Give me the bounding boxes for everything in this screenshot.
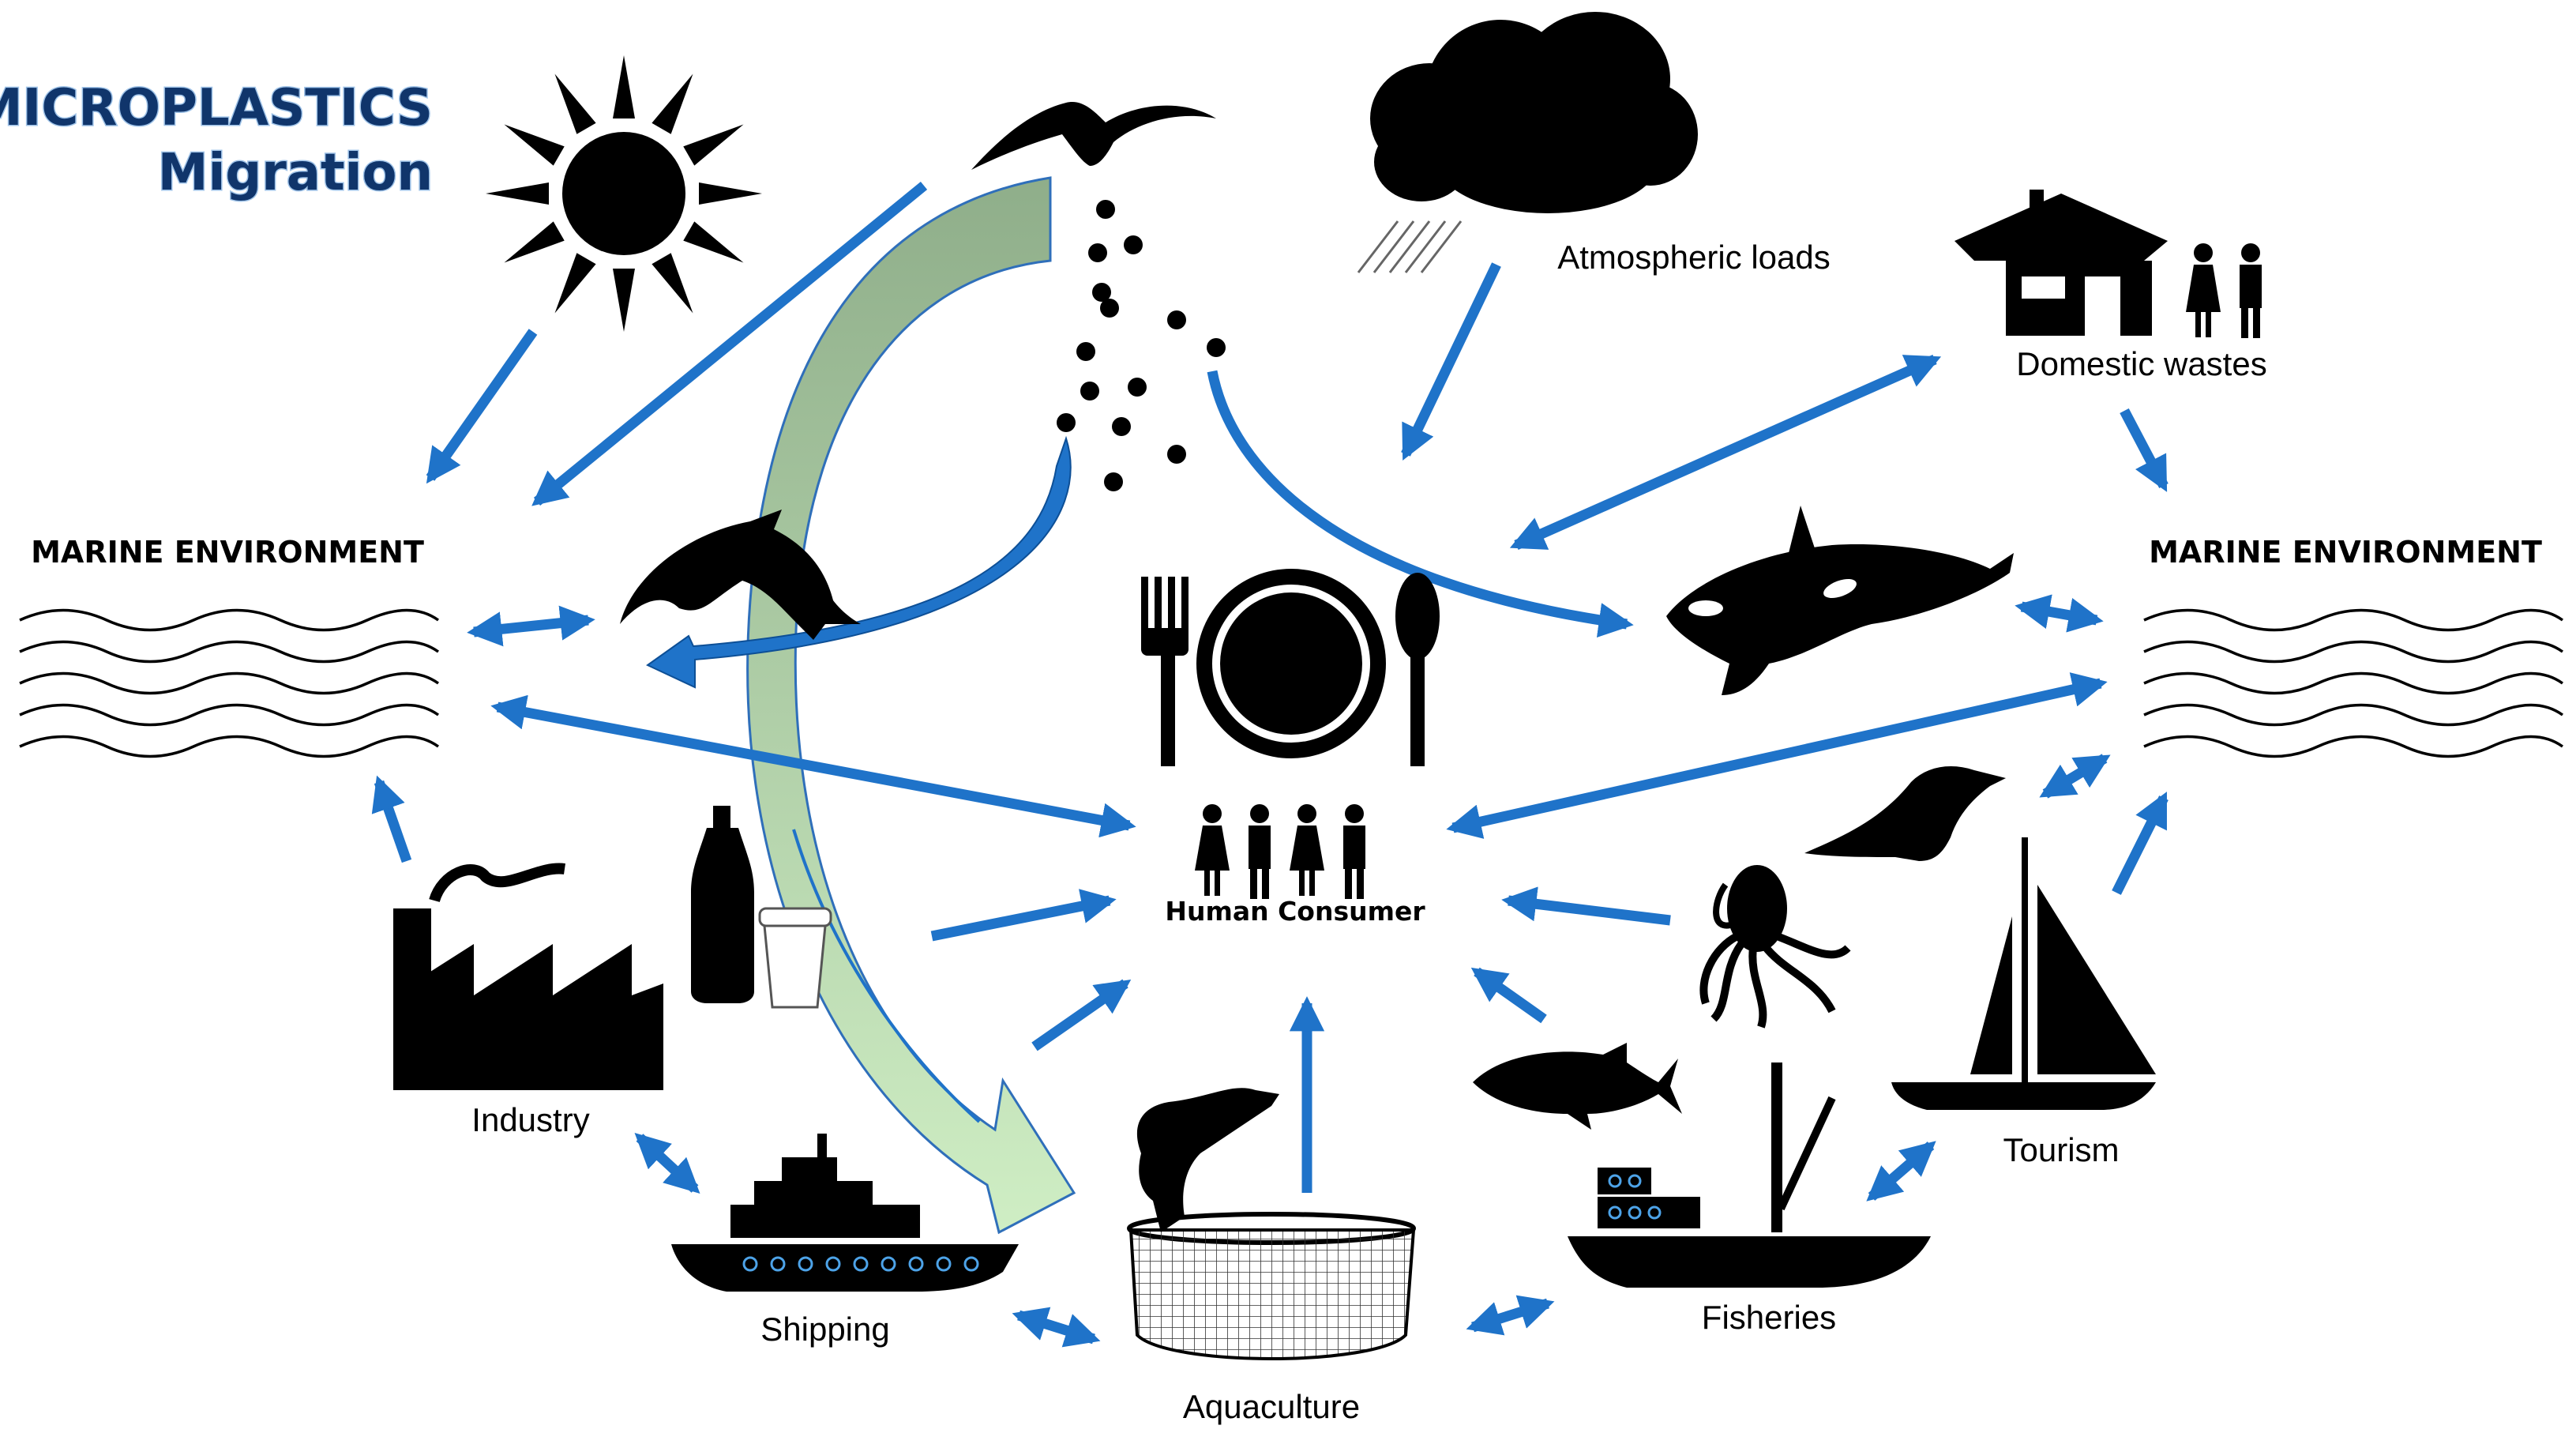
plate-cutlery-icon (1141, 569, 1440, 766)
curve-arrow-to-orca (1207, 370, 1634, 638)
people-icon (2186, 243, 2262, 338)
label-marine-right: MARINE ENVIRONMENT (2149, 535, 2542, 570)
arrow-industry-shipping (634, 1132, 700, 1194)
bottle-icon (691, 806, 754, 1003)
arrow-domestic-orca (1509, 355, 1942, 550)
curve-arrow-to-aquaculture (792, 829, 981, 1123)
sun-icon (486, 55, 762, 332)
arrow-domestic-marine (2120, 408, 2169, 492)
arrow-fisheries-human (1501, 886, 1671, 926)
arrow-industry-marine (371, 775, 412, 863)
ship-icon (671, 1134, 1019, 1292)
arrow-human-marine (1446, 672, 2108, 839)
arrow-aquaculture-fisheries (1466, 1295, 1555, 1336)
arrow-marine-dolphin (467, 605, 595, 647)
droplets (1057, 200, 1226, 491)
arrow-sun-to-marine (426, 329, 538, 484)
title: MICROPLASTICS Migration (0, 78, 434, 204)
title-line-2: Migration (158, 144, 433, 202)
fishing-boat-icon (1568, 1062, 1931, 1288)
arrow-seal-marine (2039, 754, 2111, 799)
arrow-bottle-human (930, 889, 1117, 942)
arrow-orca-marine (2015, 594, 2104, 633)
rain-lines (1357, 220, 1463, 273)
factory-icon (393, 863, 663, 1090)
dolphin-icon (620, 510, 861, 640)
seagull-icon (971, 102, 1216, 170)
cup-icon (758, 907, 832, 1009)
salmon-icon (1136, 1088, 1279, 1232)
wave-icon-right (2143, 608, 2564, 758)
label-industry: Industry (471, 1101, 589, 1138)
tuna-icon (1473, 1043, 1682, 1130)
arrow-seagull-to-marine (531, 181, 928, 506)
label-tourism: Tourism (2003, 1131, 2119, 1168)
arrows (371, 181, 2169, 1348)
label-atmospheric: Atmospheric loads (1557, 239, 1831, 276)
fish-cage-icon (1127, 1212, 1416, 1360)
arrow-tourism-marine (2112, 792, 2169, 895)
orca-icon (1666, 506, 2014, 695)
human-consumer-people-icon (1195, 804, 1365, 899)
big-green-arrow (746, 176, 1076, 1235)
octopus-icon (1699, 865, 1851, 1029)
arrow-shipping-aquaculture (1012, 1307, 1101, 1348)
wave-icon-left (19, 608, 440, 758)
title-line-1: MICROPLASTICS (0, 79, 433, 137)
seal-icon (1804, 766, 2006, 861)
label-fisheries: Fisheries (1702, 1299, 1836, 1336)
label-marine-left: MARINE ENVIRONMENT (31, 535, 424, 570)
curve-arrow-to-dolphin (646, 435, 1072, 689)
arrow-fisheries-tourism (1866, 1141, 1936, 1202)
label-domestic: Domestic wastes (2016, 345, 2266, 382)
arrow-tuna-human (1470, 967, 1547, 1024)
house-icon (1955, 190, 2168, 336)
label-human-consumer: Human Consumer (1165, 896, 1425, 927)
arrow-atmospheric (1401, 262, 1501, 461)
arrow-marine-human (490, 694, 1136, 838)
cloud-icon (1370, 12, 1698, 213)
label-shipping: Shipping (760, 1311, 889, 1348)
arrow-aquaculture-human-1 (1031, 979, 1132, 1051)
label-aquaculture: Aquaculture (1183, 1388, 1360, 1425)
sailboat-icon (1891, 837, 2156, 1110)
